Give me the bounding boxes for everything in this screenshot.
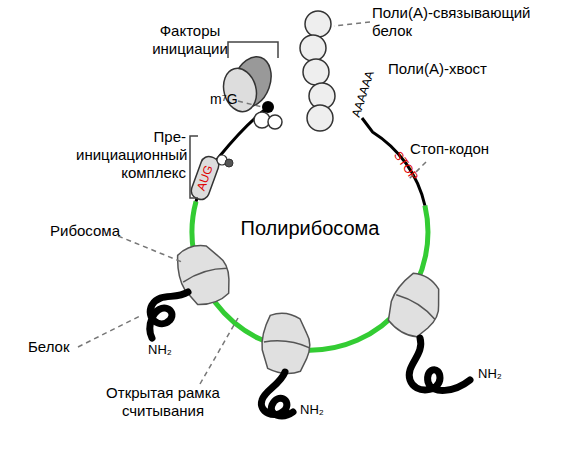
ribosome — [260, 312, 313, 376]
factors-label: Факторы инициации — [140, 22, 240, 58]
ribosome-body — [171, 238, 236, 311]
pabp-circle — [305, 11, 331, 37]
initiation-factors — [219, 51, 282, 129]
leader-line — [334, 22, 370, 26]
stop-label: Стоп-кодон — [410, 140, 489, 158]
ribosome-body — [260, 312, 313, 376]
polysome-title: Полирибосома — [241, 216, 380, 240]
ribosome-split — [182, 264, 227, 284]
preinitiation-shape — [225, 159, 233, 167]
ribosomes — [171, 238, 451, 375]
n-terminus: NH₂ — [148, 342, 172, 358]
pabp-circle — [303, 59, 329, 85]
protein-chain — [150, 292, 188, 338]
orf-label: Открытая рамка считывания — [88, 384, 238, 420]
pabp-label: Поли(А)-связывающий белок — [372, 4, 532, 40]
pabp-stack — [300, 11, 335, 131]
protein-chain — [409, 338, 470, 390]
ribosome-split — [395, 293, 437, 320]
ribosome-body — [380, 268, 451, 344]
leader-line — [238, 101, 262, 107]
protein-label: Белок — [28, 338, 70, 356]
ribosome — [171, 238, 236, 311]
pabp-circle — [300, 35, 326, 61]
leader-line — [78, 316, 140, 347]
ribosome-split — [264, 339, 310, 348]
n-terminus: NH₂ — [478, 366, 502, 382]
cap-label: m⁷G — [210, 91, 238, 108]
ribosome — [380, 268, 451, 344]
bracket — [228, 42, 278, 58]
complex-label: Пре- инициационный комплекс — [76, 128, 186, 182]
factor-shape — [219, 65, 261, 116]
pabp-circle — [307, 105, 333, 131]
n-terminus: NH₂ — [300, 402, 324, 418]
leader-line — [118, 236, 182, 262]
factor-shape — [268, 115, 282, 129]
tail-label: Поли(А)-хвост — [388, 60, 487, 78]
utr3-strand — [362, 118, 425, 206]
leader-line — [200, 318, 238, 384]
ribosome-label: Рибосома — [50, 222, 120, 240]
polya-sequence: AAAAAA — [349, 69, 378, 119]
cap-dot — [262, 101, 274, 113]
preinitiation-shape — [189, 154, 221, 202]
leaders — [78, 22, 426, 384]
protein-chain — [261, 372, 293, 416]
